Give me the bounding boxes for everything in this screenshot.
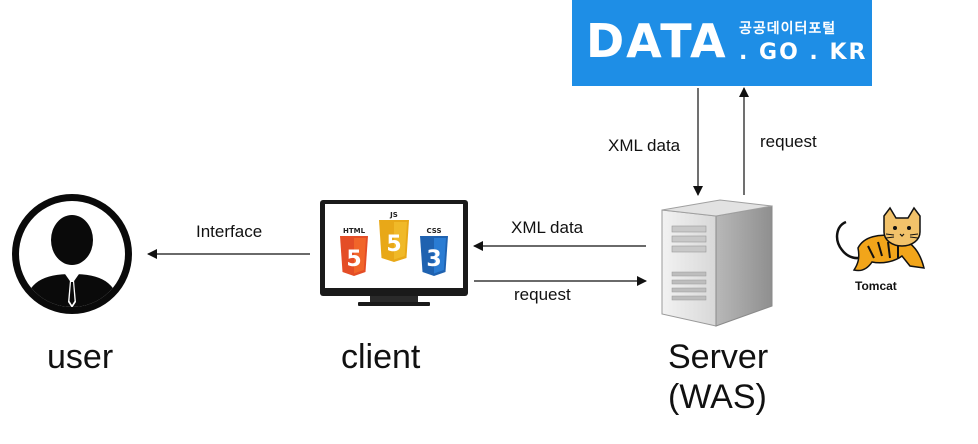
interface-label: Interface xyxy=(196,222,263,241)
logo-korean-text: 공공데이터포털 xyxy=(739,21,837,37)
js-icon xyxy=(379,220,409,262)
client-request-label: request xyxy=(514,285,571,304)
client-xml-data-label: XML data xyxy=(511,218,584,237)
css3-icon xyxy=(420,236,448,276)
js5-number: 5 xyxy=(386,232,401,257)
tomcat-label: Tomcat xyxy=(855,279,897,293)
server-label: Server xyxy=(668,338,769,376)
logo-domain-text: . GO . KR xyxy=(739,40,868,65)
css-badge-label: CSS xyxy=(426,227,441,235)
css3-number: 3 xyxy=(426,247,441,272)
server-xml-data-label: XML data xyxy=(608,136,681,155)
user-label: user xyxy=(47,338,114,376)
client-label: client xyxy=(341,338,421,376)
tomcat-icon xyxy=(835,206,925,272)
js-badge-label: JS xyxy=(389,211,398,219)
server-request-label: request xyxy=(760,132,817,151)
server-was-label: (WAS) xyxy=(668,378,767,416)
data-go-kr-logo: DATA 공공데이터포털 . GO . KR xyxy=(572,0,872,86)
user-icon xyxy=(12,194,132,314)
html5-number: 5 xyxy=(346,247,361,272)
html-badge-label: HTML xyxy=(343,227,366,235)
client-monitor-icon: HTML JS CSS 5 5 3 xyxy=(320,200,468,306)
server-icon xyxy=(661,199,773,327)
html5-icon xyxy=(340,236,368,276)
logo-data-text: DATA xyxy=(586,14,728,68)
